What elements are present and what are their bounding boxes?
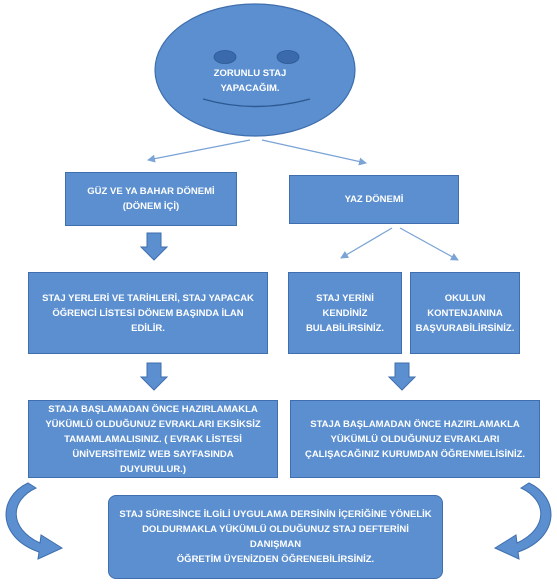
quota-box: OKULUN KONTENJANINA BAŞVURABİLİRSİNİZ. xyxy=(410,272,520,354)
curved-arrow-right-icon xyxy=(493,482,552,560)
find-place-box: STAJ YERİNİ KENDİNİZ BULABİLİRSİNİZ. xyxy=(288,272,402,354)
right-documents-box: STAJA BAŞLAMADAN ÖNCE HAZIRLAMAKLA YÜKÜM… xyxy=(290,400,540,478)
connector-arrow xyxy=(399,227,459,261)
connector-arrow xyxy=(261,139,367,166)
summer-term-box: YAZ DÖNEMİ xyxy=(289,175,459,224)
connector-arrow xyxy=(147,139,251,163)
curved-arrow-left-icon xyxy=(5,482,64,560)
left-documents-box: STAJA BAŞLAMADAN ÖNCE HAZIRLAMAKLA YÜKÜM… xyxy=(28,400,278,478)
connector-arrow xyxy=(340,227,393,259)
left-info-box: STAJ YERLERİ VE TARİHLERİ, STAJ YAPACAK … xyxy=(28,272,268,354)
smiley-face-icon xyxy=(154,3,356,137)
down-arrow-icon xyxy=(387,362,417,391)
fall-spring-term-box: GÜZ VE YA BAHAR DÖNEMİ (DÖNEM İÇİ) xyxy=(65,172,237,226)
down-arrow-icon xyxy=(139,362,169,391)
face-label: ZORUNLU STAJ YAPACAĞIM. xyxy=(213,68,287,94)
down-arrow-icon xyxy=(139,232,169,261)
bottom-info-box: STAJ SÜRESİNCE İLGİLİ UYGULAMA DERSİNİN … xyxy=(108,495,443,579)
